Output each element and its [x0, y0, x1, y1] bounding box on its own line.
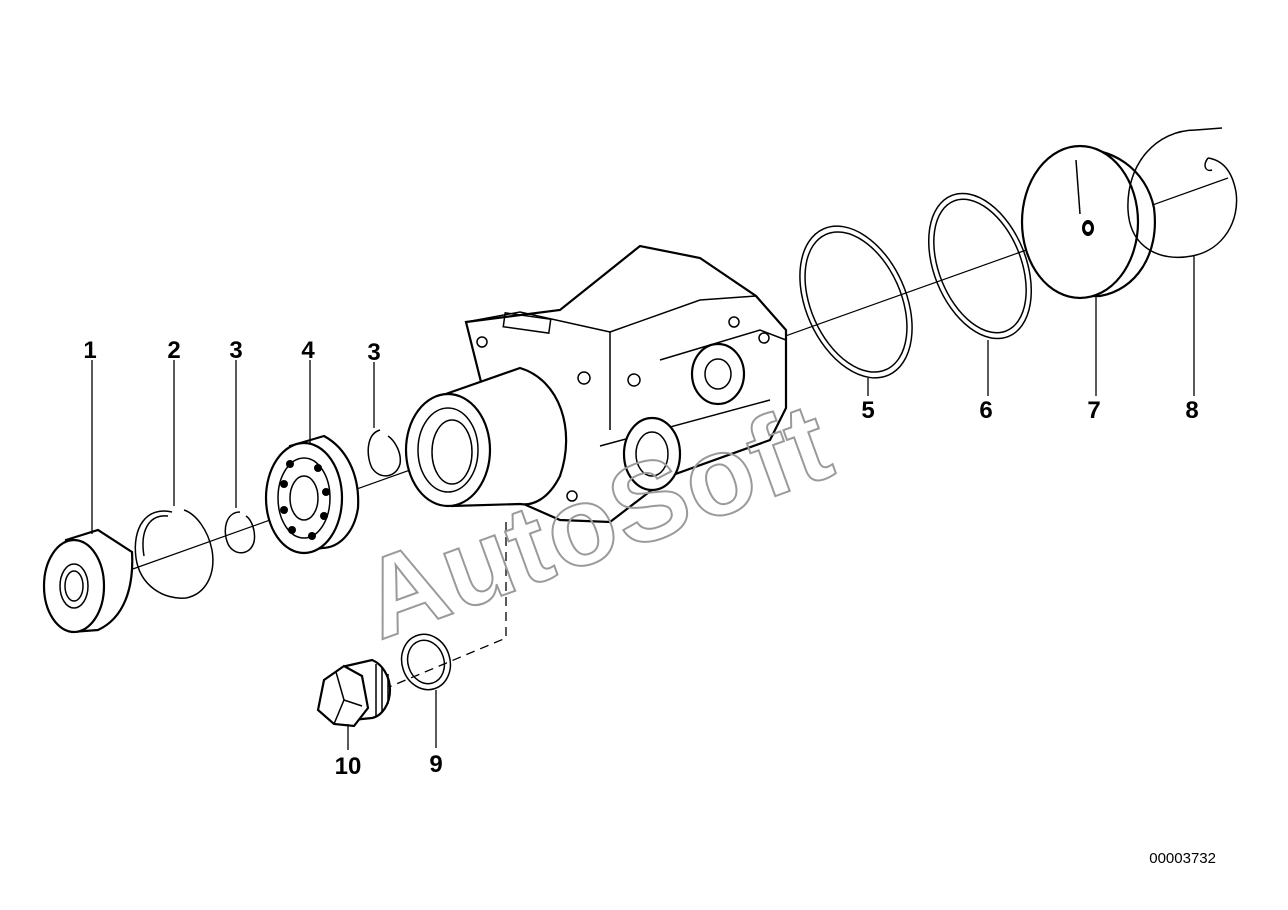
snap-ring-part-8	[1127, 127, 1238, 259]
circlip-part-2	[134, 509, 214, 599]
callout-7: 7	[1087, 397, 1100, 424]
callout-2: 2	[167, 337, 180, 364]
callout-6: 6	[979, 397, 992, 424]
drain-plug-part-10	[316, 658, 392, 728]
callout-9: 9	[429, 751, 442, 778]
retaining-ring-part-3-left	[224, 511, 256, 554]
callout-10: 10	[335, 753, 362, 780]
callout-4: 4	[301, 337, 315, 364]
callout-3-right: 3	[367, 339, 380, 366]
callout-5: 5	[861, 397, 874, 424]
sealing-ring-part-9	[400, 633, 452, 691]
retaining-ring-part-3-right	[367, 429, 402, 477]
o-ring-part-5	[799, 225, 913, 379]
callout-1: 1	[83, 337, 96, 364]
o-ring-part-6	[927, 192, 1033, 340]
leader-lines	[91, 256, 1195, 750]
drain-axis-dashed-line	[381, 522, 507, 691]
callout-8: 8	[1185, 397, 1198, 424]
shaft-seal-part-1	[42, 528, 134, 634]
cover-cap-part-7	[1020, 144, 1156, 300]
ball-bearing-part-4	[264, 434, 360, 555]
document-number: 00003732	[1149, 850, 1216, 867]
callout-3-left: 3	[229, 337, 242, 364]
steering-box-housing	[404, 244, 788, 524]
